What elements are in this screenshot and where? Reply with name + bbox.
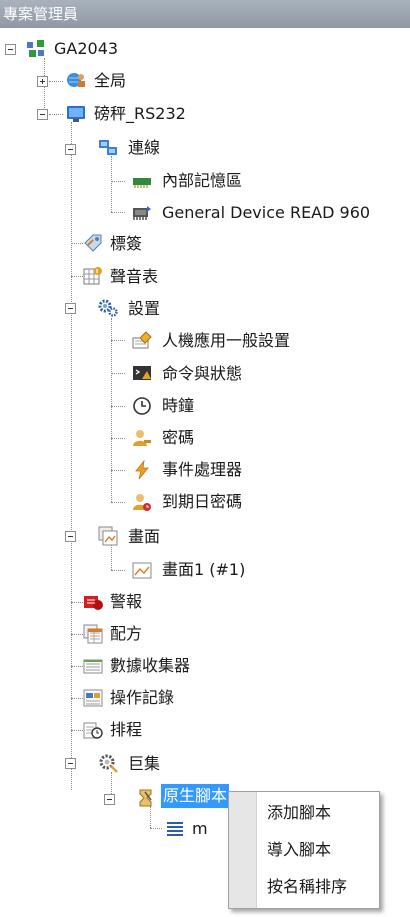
tree-item-global[interactable]: 全局 [94, 71, 127, 90]
tree-line [111, 470, 125, 471]
tree-line [111, 181, 125, 182]
tree-line [111, 570, 125, 571]
tree-line [111, 772, 112, 798]
tree-line [111, 406, 125, 407]
globe-user-icon [66, 70, 86, 90]
user-key-icon [132, 428, 152, 448]
gears-icon [98, 298, 118, 318]
tree-line [150, 806, 151, 828]
collapse-toggle-screens[interactable] [65, 531, 76, 542]
tag-icon [83, 233, 103, 253]
collapse-toggle-device[interactable] [37, 109, 48, 120]
panel-title: 專案管理員 [0, 0, 410, 28]
network-icon [98, 138, 118, 158]
tree-line [111, 544, 112, 570]
tree-item-alarms[interactable]: 警報 [110, 592, 143, 611]
tree-item-screen1[interactable]: 畫面1 (#1) [162, 560, 246, 579]
tree-item-tags[interactable]: 標簽 [110, 234, 143, 253]
tree-item-recipes[interactable]: 配方 [110, 624, 143, 643]
tree-item-settings[interactable]: 設置 [128, 299, 161, 318]
scheduler-icon [83, 720, 103, 740]
tree-item-clock[interactable]: 時鐘 [162, 396, 195, 415]
lightning-icon [132, 460, 152, 480]
tree-item-operation-log[interactable]: 操作記錄 [110, 688, 175, 707]
tree-item-script-child[interactable]: m [192, 819, 208, 838]
tree-item-screens[interactable]: 畫面 [128, 527, 161, 546]
tree-line [150, 828, 162, 829]
project-tree[interactable]: GA2043 全局 磅秤_RS232 連線 內部記憶區 General Devi… [0, 28, 410, 917]
screen-page-icon [132, 560, 152, 580]
tree-line [111, 212, 125, 213]
tree-item-native-scripts[interactable]: 原生腳本 [161, 784, 230, 808]
collapse-toggle-settings[interactable] [65, 303, 76, 314]
context-menu-gutter [229, 792, 257, 908]
expand-toggle-global[interactable] [37, 76, 48, 87]
tree-line [71, 243, 83, 244]
tree-item-hmi-settings[interactable]: 人機應用一般設置 [162, 331, 291, 350]
tree-line [71, 666, 83, 667]
script-file-icon [165, 819, 185, 839]
hmi-settings-icon [132, 330, 152, 350]
tree-item-macros[interactable]: 巨集 [128, 754, 161, 773]
tree-line [71, 730, 83, 731]
tree-item-connection[interactable]: 連線 [128, 138, 161, 157]
sound-table-icon [83, 266, 103, 286]
tree-line [111, 340, 125, 341]
recipe-icon [83, 624, 103, 644]
expiry-user-icon [132, 492, 152, 512]
tree-item-general-device[interactable]: General Device READ 960 [162, 203, 371, 222]
device-module-icon [132, 202, 152, 222]
tree-item-device[interactable]: 磅秤_RS232 [94, 104, 186, 123]
memory-chip-icon [132, 171, 152, 191]
tree-item-event-handler[interactable]: 事件處理器 [162, 460, 243, 479]
clock-icon [132, 396, 152, 416]
collapse-toggle-macros[interactable] [65, 758, 76, 769]
command-status-icon [132, 363, 152, 383]
tree-item-expiry-password[interactable]: 到期日密碼 [162, 492, 243, 511]
collapse-toggle-connection[interactable] [65, 144, 76, 155]
tree-line [71, 634, 83, 635]
monitor-icon [66, 104, 86, 124]
tree-line [71, 602, 83, 603]
tree-line [49, 114, 63, 115]
macro-gear-icon [98, 753, 118, 773]
script-icon [136, 788, 156, 808]
tree-item-password[interactable]: 密碼 [162, 428, 195, 447]
project-icon [26, 39, 46, 59]
tree-line [71, 698, 83, 699]
tree-line [49, 81, 63, 82]
tree-line [111, 502, 125, 503]
collapse-toggle-native-scripts[interactable] [104, 794, 115, 805]
tree-line [111, 156, 112, 212]
tree-item-scheduler[interactable]: 排程 [110, 720, 143, 739]
tree-line [111, 373, 125, 374]
menu-item-add-script[interactable]: 添加腳本 [267, 803, 332, 822]
tree-line [71, 276, 83, 277]
alarm-icon [83, 592, 103, 612]
context-menu: 添加腳本 導入腳本 按名稱排序 [228, 791, 380, 909]
tree-line [44, 58, 45, 118]
tree-item-command-status[interactable]: 命令與狀態 [162, 364, 243, 383]
tree-item-sound-table[interactable]: 聲音表 [110, 267, 159, 286]
operation-log-icon [83, 688, 103, 708]
collapse-toggle-root[interactable] [5, 44, 16, 55]
tree-line [71, 122, 72, 790]
tree-item-internal-memory[interactable]: 內部記憶區 [162, 171, 243, 190]
tree-line [111, 438, 125, 439]
data-collector-icon [83, 656, 103, 676]
tree-item-root[interactable]: GA2043 [54, 39, 119, 58]
tree-item-data-collector[interactable]: 數據收集器 [110, 656, 191, 675]
tree-line [111, 318, 112, 502]
menu-item-import-script[interactable]: 導入腳本 [267, 840, 332, 859]
menu-item-sort-by-name[interactable]: 按名稱排序 [267, 877, 348, 896]
screens-icon [98, 526, 118, 546]
